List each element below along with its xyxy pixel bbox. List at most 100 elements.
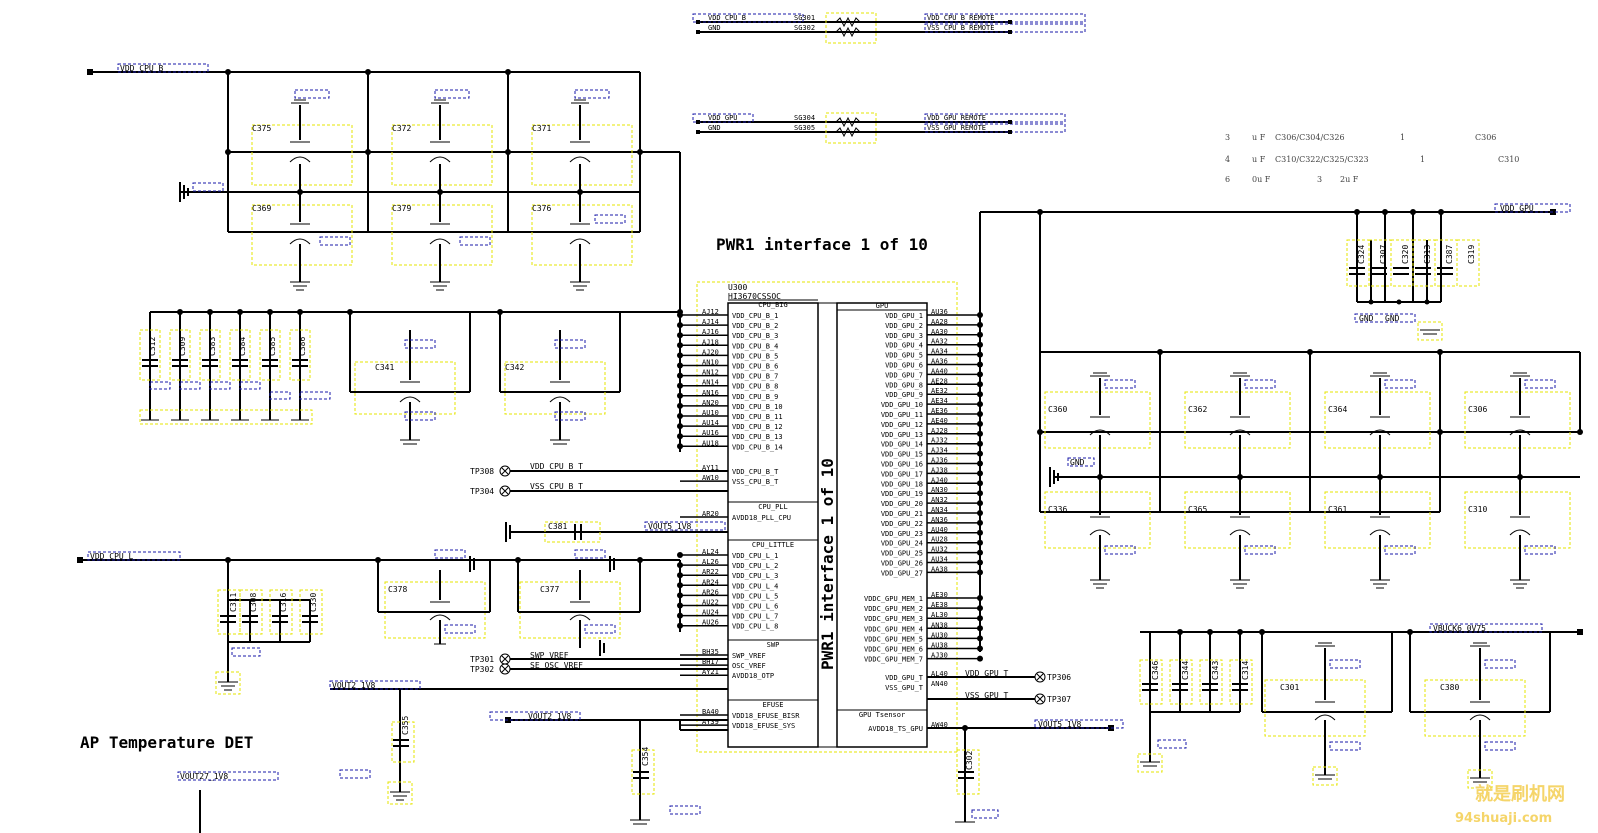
pin-name: VSS_CPU_B_T [732, 478, 779, 486]
pin-ball: AN30 [931, 486, 948, 494]
pin-ball: AU28 [931, 536, 948, 544]
pin-ball: AU10 [702, 409, 719, 417]
pin-name: VDD_GPU_11 [881, 411, 923, 419]
pin-ball: AE32 [931, 387, 948, 395]
cap-C310: C310 [1464, 477, 1571, 589]
pin-name: OSC_VREF [732, 662, 766, 670]
pin-ball: AJ40 [931, 476, 948, 484]
pin-name: VDDC_GPU_MEM_3 [864, 615, 923, 623]
test-points-cpu-b: TP308 TP304 VDD_CPU_B_T VSS_CPU_B_T [470, 462, 728, 497]
svg-text:C381: C381 [548, 522, 567, 531]
pin-ball: AU14 [702, 419, 719, 427]
pin-ball: AJ32 [931, 437, 948, 445]
pin-ball: AU18 [702, 439, 719, 447]
pin-name: VDDC_GPU_MEM_5 [864, 635, 923, 643]
net-label: GND [1385, 314, 1400, 323]
chip-group-header: SWP [767, 641, 780, 649]
watermark-line1: 就是刷机网 [1475, 783, 1565, 805]
pin-name: VDD_CPU_B_8 [732, 383, 778, 391]
net-label: VOUT5_1V8 [1038, 720, 1082, 729]
svg-text:C341: C341 [375, 363, 394, 372]
pin-name: VSS_GPU_T [885, 684, 924, 692]
net-label: VDD_CPU_B [708, 14, 746, 22]
sense-resistor-block-gpu: VDD_GPU GND SG304 SG305 VDD_GPU_REMOTE V… [692, 112, 1066, 144]
svg-text:C324: C324 [1357, 245, 1366, 264]
pin-ball: AU26 [702, 619, 719, 627]
svg-text:C311: C311 [229, 593, 238, 612]
section-title: AP Temperature DET [80, 733, 253, 752]
pin-name: VDD_CPU_B_4 [732, 342, 778, 350]
pin-ball: AE30 [931, 591, 948, 599]
pin-ball: AR24 [702, 578, 719, 586]
resistor-ref: SG304 [794, 114, 815, 122]
pin-name: VDD_CPU_B_13 [732, 433, 783, 441]
svg-text:C365: C365 [1188, 505, 1207, 514]
pin-name: SWP_VREF [732, 652, 766, 660]
net-label: VSS_CPU_B_REMOTE [927, 24, 994, 32]
pin-name: VDD_GPU_20 [881, 500, 923, 508]
pin-name: VDD_GPU_19 [881, 490, 923, 498]
cap-C301: C301 [1264, 642, 1366, 786]
cap-C341: C341 [349, 311, 471, 445]
pin-name: VDD_CPU_B_11 [732, 413, 783, 421]
pin-name: VDD_GPU_14 [881, 441, 923, 449]
cap-C364: C364 [1324, 372, 1431, 477]
svg-text:2u F: 2u F [1340, 175, 1359, 184]
pin-ball: AU24 [702, 609, 719, 617]
testpoint-ref: TP307 [1047, 695, 1071, 704]
svg-text:u F: u F [1252, 133, 1266, 142]
testpoint-ref: TP301 [470, 655, 494, 664]
vdd-cpu-b-section: VDD_CPU_B [87, 63, 683, 315]
svg-text:C312: C312 [148, 337, 157, 356]
pin-name: VDD_GPU_16 [881, 461, 923, 469]
pin-name: VDD_GPU_12 [881, 421, 923, 429]
svg-text:6: 6 [1225, 175, 1230, 184]
pin-ball: AE40 [931, 417, 948, 425]
pin-ball: AY21 [702, 668, 719, 676]
pin-name: AVDD18_PLL_CPU [732, 514, 791, 522]
pin-name: VDD_GPU_15 [881, 451, 923, 459]
pin-ball: AU30 [931, 631, 948, 639]
net-label: VDD_CPU_L [90, 552, 134, 561]
pin-ball: AU32 [931, 546, 948, 554]
pin-ball: AE38 [931, 601, 948, 609]
gpu-bus: VDD_GPU [979, 203, 1571, 652]
svg-text:1: 1 [1400, 133, 1405, 142]
chip-vertical-title: PWR1 interface 1 of 10 [818, 458, 837, 670]
svg-text:C377: C377 [540, 585, 559, 594]
pin-name: VDD18_EFUSE_SYS [732, 722, 795, 730]
pin-ball: AN32 [931, 496, 948, 504]
svg-text:C310: C310 [1498, 155, 1519, 164]
testpoint-ref: TP304 [470, 487, 494, 496]
chip-group-header: GPU [876, 302, 889, 310]
pin-ball: AA38 [931, 565, 948, 573]
pin-name: VDD_GPU_23 [881, 530, 923, 538]
svg-text:C313: C313 [1423, 245, 1432, 264]
pll-cap: C381 VOUT5_1V8 [505, 521, 728, 543]
pin-name: VDD_CPU_L_1 [732, 552, 778, 560]
net-label: GND [708, 24, 721, 32]
junction-dot [677, 552, 683, 558]
svg-text:C316: C316 [279, 593, 288, 612]
net-label: SWP_VREF [530, 651, 569, 660]
vbuck6-section: VBUCK6_0V75 C346 C344 C343 C314 [1137, 623, 1583, 773]
svg-text:C354: C354 [641, 747, 650, 766]
pin-name: VDD_GPU_27 [881, 569, 923, 577]
pin-ball: AW40 [931, 721, 948, 729]
svg-text:C387: C387 [1445, 245, 1454, 264]
cap-C376: C376 [531, 192, 633, 291]
svg-text:C308: C308 [249, 593, 258, 612]
pin-ball: AE36 [931, 407, 948, 415]
pin-ball: AE34 [931, 397, 948, 405]
pin-name: VDD_GPU_17 [881, 470, 923, 478]
svg-text:C309: C309 [178, 337, 187, 356]
pin-ball: AR22 [702, 568, 719, 576]
svg-text:C385: C385 [268, 337, 277, 356]
cap-C375: C375 [251, 89, 353, 192]
svg-text:C320: C320 [1401, 245, 1410, 264]
junction-dot [977, 655, 983, 662]
sense-resistor-block-cpu: VDD_CPU_B GND SG301 SG302 VDD_CPU_B_REMO… [692, 12, 1086, 44]
test-points-swp: TP301 TP302 SWP_VREF SE_OSC_VREF [470, 651, 728, 675]
svg-text:C314: C314 [1241, 661, 1250, 680]
